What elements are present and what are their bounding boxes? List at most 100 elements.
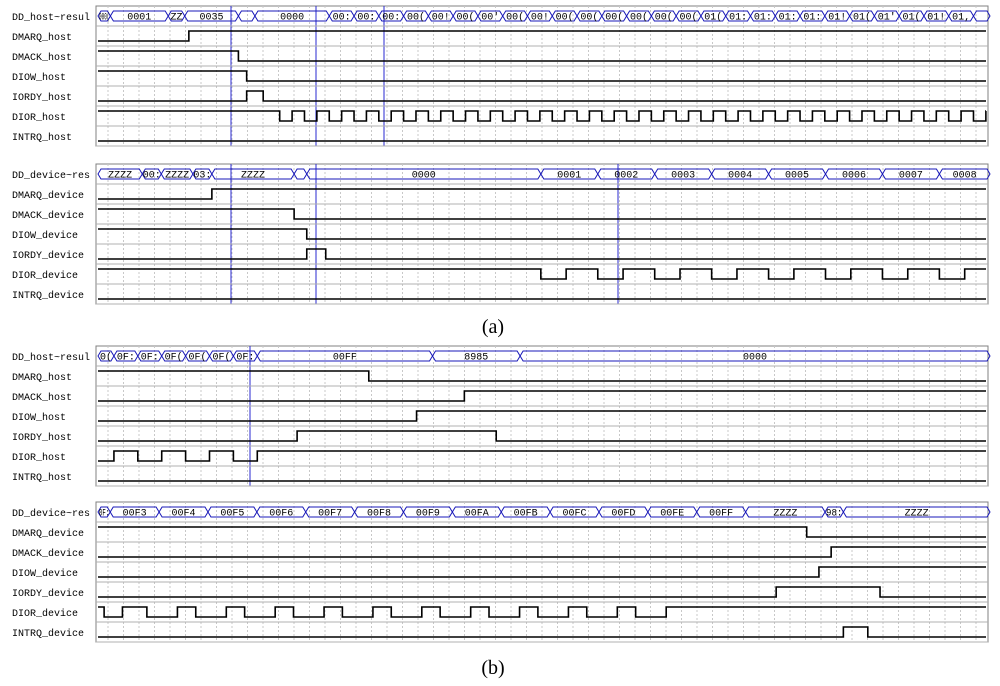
bus-value: 00FB: [514, 509, 538, 520]
bus-value: 0002: [614, 171, 638, 182]
signal-label: DIOR_device: [12, 270, 78, 282]
bus-value: 00(: [605, 12, 623, 24]
bus-value: 00FE: [660, 509, 684, 520]
bus-segment: [972, 10, 991, 22]
signal-label: DMARQ_device: [12, 528, 84, 540]
signal-label: INTRQ_device: [12, 628, 84, 640]
bus-value: 00FF: [333, 353, 357, 364]
bus-value: 0001: [557, 171, 581, 182]
bus-value: 0007: [899, 171, 923, 182]
bus-value: 0003: [671, 171, 695, 182]
signal-trace: [98, 228, 986, 240]
bus-value: 98:: [826, 509, 842, 520]
signal-label: DD_device~res: [12, 170, 90, 182]
bus-value: 00(: [457, 12, 475, 24]
bus-value: 0035: [200, 13, 224, 24]
signal-label: DIOR_host: [12, 112, 66, 124]
signal-trace: [98, 626, 986, 638]
bus-value: 01,: [952, 13, 970, 24]
bus-value: 00FC: [563, 509, 587, 520]
signal-trace: [98, 90, 986, 102]
bus-value: 01:: [803, 13, 821, 24]
bus-value: 00FF: [709, 509, 733, 520]
signal-trace: [98, 586, 986, 598]
signal-label: DMARQ_device: [12, 190, 84, 202]
signal-label: IORDY_host: [12, 432, 72, 444]
bus-value: 00(: [580, 12, 598, 24]
signal-label: DIOW_device: [12, 230, 78, 242]
signal-label: DMARQ_host: [12, 32, 72, 44]
signal-label: DIOR_device: [12, 608, 78, 620]
bus-value: 0F(: [165, 352, 183, 364]
bus-segment: [938, 168, 991, 180]
bus-value: ZZ: [170, 13, 182, 24]
signal-trace: [98, 566, 986, 578]
bus-value: 0004: [728, 171, 752, 182]
signal-trace: [98, 450, 986, 462]
bus-segment: [842, 506, 991, 518]
signal-label: DD_device~res: [12, 508, 90, 520]
bus-value: 00(: [630, 12, 648, 24]
signal-trace: [98, 410, 986, 422]
bus-value: ZZZZ: [108, 171, 132, 182]
bus-value: 00:: [382, 13, 400, 24]
bus-value: ZZZZ: [773, 509, 797, 520]
bus-value: 01!: [828, 13, 846, 24]
bus-value: 00FD: [611, 509, 635, 520]
signal-trace: [98, 430, 986, 442]
bus-segment: [237, 10, 256, 22]
bus-value: 8985: [464, 353, 488, 364]
bus-value: 01:: [754, 13, 772, 24]
bus-value: 00:: [333, 13, 351, 24]
signal-trace: [98, 208, 986, 220]
bus-value: 01:: [779, 13, 797, 24]
bus-value: 0F:: [141, 353, 159, 364]
bus-value: 0F(: [212, 352, 230, 364]
bus-value: 00F5: [220, 509, 244, 520]
signal-trace: [98, 188, 986, 200]
bus-value: 00': [481, 12, 499, 24]
bus-value: 00F3: [123, 509, 147, 520]
bus-value: 00!: [432, 13, 450, 24]
signal-trace: [98, 546, 986, 558]
signal-label: DIOR_host: [12, 452, 66, 464]
bus-value: 0(: [100, 352, 112, 364]
signal-label: DMACK_host: [12, 52, 72, 64]
bus-value: 0F:: [236, 353, 254, 364]
signal-trace: [98, 50, 986, 62]
bus-value: ZZZZ: [165, 171, 189, 182]
bus-value: 0000: [412, 171, 436, 182]
bus-value: 00:: [143, 171, 161, 182]
bus-value: 0F(: [189, 352, 207, 364]
bus-value: 01': [878, 12, 896, 24]
signal-label: DD_host~resul: [12, 352, 90, 364]
bus-value: 01(: [853, 12, 871, 24]
signal-label: INTRQ_host: [12, 472, 72, 484]
bus-segment: [293, 168, 308, 180]
bus-value: 00F6: [269, 509, 293, 520]
bus-value: 0F:: [117, 353, 135, 364]
bus-value: ZZZZ: [905, 509, 929, 520]
bus-value: 01(: [704, 12, 722, 24]
bus-value: ZZZZ: [241, 171, 265, 182]
signal-label: DD_host~resul: [12, 12, 90, 24]
signal-label: DMACK_device: [12, 548, 84, 560]
caption-a: (a): [482, 316, 504, 338]
signal-trace: [98, 70, 986, 82]
signal-trace: [98, 526, 986, 538]
bus-value: 00:: [357, 13, 375, 24]
signal-label: IORDY_device: [12, 250, 84, 262]
signal-label: DIOW_host: [12, 72, 66, 84]
bus-value: 0008: [953, 171, 977, 182]
bus-segment: [519, 350, 991, 362]
bus-value: 01(: [903, 12, 921, 24]
signal-label: INTRQ_host: [12, 132, 72, 144]
bus-value: 01!: [927, 13, 945, 24]
bus-value: 01:: [729, 13, 747, 24]
signal-trace: [98, 248, 986, 260]
